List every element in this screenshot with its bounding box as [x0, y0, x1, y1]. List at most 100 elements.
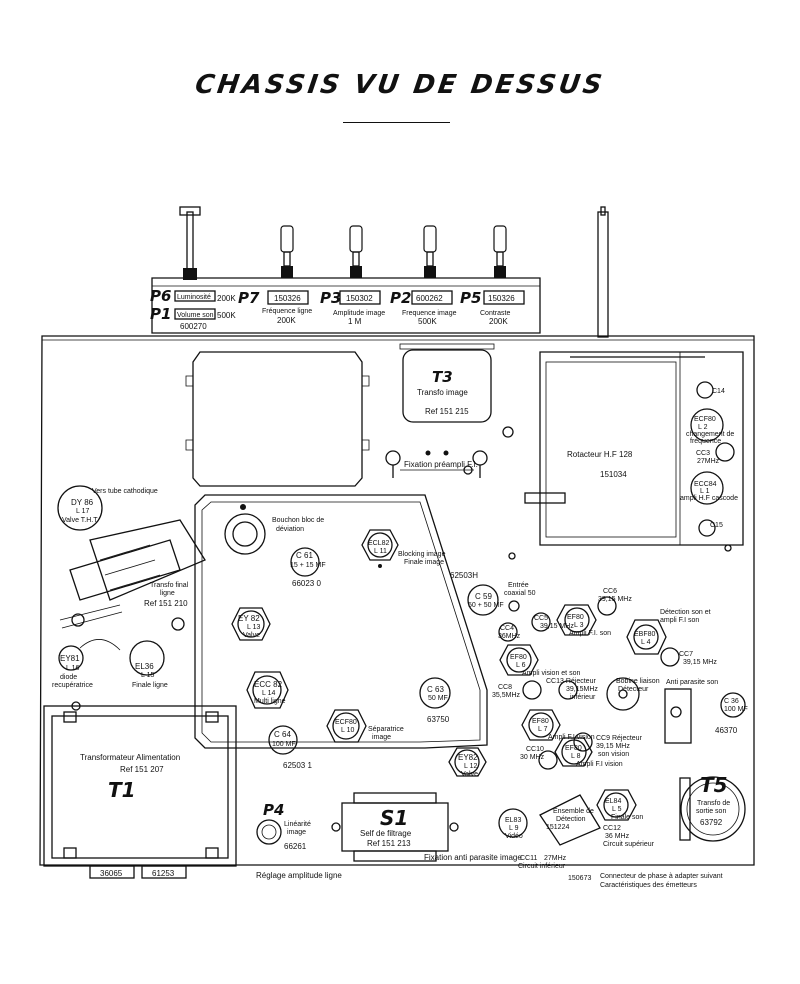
- ebf80-role1: Détection son et: [660, 609, 711, 616]
- cc13-sub: inférieur: [570, 694, 596, 701]
- cc3-val: 27MHz: [697, 458, 720, 465]
- dy86-sub: L 17: [76, 508, 89, 515]
- t5-line1: Transfo de: [697, 800, 730, 807]
- p3-value: 1 M: [348, 317, 362, 326]
- c61-cap: [290, 547, 320, 577]
- ey82a-tube: [231, 607, 271, 641]
- ecc82-role: Multi ligne: [254, 698, 286, 705]
- el84-name: EL84: [605, 798, 621, 805]
- circuit-inf-note: Circuit inférieur: [518, 863, 566, 870]
- ef80a-role: Ampli F.I. son: [569, 630, 611, 637]
- part-62503h: 62503H: [450, 571, 478, 580]
- cc8-val: 35,5MHz: [492, 692, 521, 699]
- ecf80b-role1: changement de: [686, 431, 734, 438]
- top-left-cutout: [192, 351, 363, 487]
- cc9-name: CC9 Réjecteur: [596, 735, 643, 742]
- ey81-role1: diode: [60, 674, 77, 681]
- c15-label: C15: [710, 522, 723, 529]
- ecc84-role: ampli H.F cascode: [680, 495, 738, 502]
- cc3-name: CC3: [696, 450, 710, 457]
- ebf80-sub: L 4: [641, 639, 651, 646]
- bloc-note2: Détecteur: [618, 686, 649, 693]
- cc7-name: CC7: [679, 651, 693, 658]
- coaxial-note: coaxial 50: [504, 590, 536, 597]
- cc4-val: 36MHz: [498, 633, 521, 640]
- cc12-val: 36 MHz: [605, 833, 630, 840]
- c14-label: C14: [712, 388, 725, 395]
- t1-part2: 61253: [152, 869, 175, 878]
- c36-part: 46370: [715, 726, 738, 735]
- p2-ref: P2: [390, 289, 411, 307]
- cc5-name: CC5: [534, 615, 548, 622]
- t3-line2: Ref 151 215: [425, 407, 469, 416]
- ef80b-role: Ampli vision et son: [522, 670, 580, 677]
- ef80d-name: EF80: [565, 745, 582, 752]
- t3-line1: Transfo image: [417, 388, 468, 397]
- t1-part1: 36065: [100, 869, 123, 878]
- t1-line1: Transformateur Alimentation: [80, 753, 180, 762]
- p4-ref: P4: [263, 801, 284, 819]
- el36-sub: L 15: [141, 672, 154, 679]
- dy86-role: Valve T.H.T.: [62, 517, 99, 524]
- s1-line1: Self de filtrage: [360, 829, 412, 838]
- transfo-final-note: Transfo final: [150, 582, 189, 589]
- t3-transformer: [399, 343, 495, 423]
- ecl82-name: ECL82: [368, 540, 390, 547]
- ef80b-name: EF80: [510, 654, 527, 661]
- pot-shaft-p6: [179, 206, 201, 280]
- t5-ref: T5: [700, 773, 728, 797]
- bouchon-note: Bouchon bloc de: [272, 517, 324, 524]
- dy86-name: DY 86: [71, 498, 94, 507]
- line-transformer: [57, 485, 206, 631]
- p6-label: Luminosité: [177, 294, 211, 301]
- ey81-sub: L 16: [66, 665, 79, 672]
- cc4-name: CC4: [500, 625, 514, 632]
- cc10-val: 30 MHz: [520, 754, 545, 761]
- el36-role: Finale ligne: [132, 682, 168, 689]
- el83-sub: L 9: [509, 825, 519, 832]
- p3-ref: P3: [320, 289, 341, 307]
- anti-parasite-son-note: Anti parasite son: [666, 679, 718, 686]
- pot-shaft-p3: [349, 225, 363, 278]
- c63-part: 63750: [427, 715, 450, 724]
- ebf80-name: EBF80: [634, 631, 656, 638]
- cc9-val: 39,15 MHz: [596, 743, 630, 750]
- rotacteur-block: [524, 351, 744, 546]
- c64-cap: [268, 725, 298, 755]
- cc13-val: 39,15MHz: [566, 686, 598, 693]
- cc10-name: CC10: [526, 746, 544, 753]
- ecc84-sub: L 1: [700, 488, 710, 495]
- p1-value: 500K: [217, 311, 236, 320]
- p7-ref: P7: [238, 289, 260, 307]
- bloc-note1: Bobine liaison: [616, 678, 660, 685]
- ensemble-note2: Détection: [556, 816, 586, 823]
- el83-name: EL83: [505, 817, 521, 824]
- ey81-name: EY81: [60, 654, 80, 663]
- transfo-ref-note: Ref 151 210: [144, 599, 188, 608]
- p5-value: 200K: [489, 317, 508, 326]
- c63-name: C 63: [427, 685, 444, 694]
- ecf80a-name: ECF80: [335, 719, 357, 726]
- ey82a-role: Valve: [243, 632, 260, 639]
- connecteur-part: 150673: [568, 875, 591, 882]
- ef80c-sub: L 7: [538, 726, 548, 733]
- ecc82-tube: [246, 671, 289, 709]
- cc11-name: CC11: [520, 855, 537, 862]
- fixation-preampli-note: Fixation préampli F.I.: [404, 460, 478, 469]
- ef80d-sub: L 8: [571, 753, 581, 760]
- connecteur-note1: Connecteur de phase à adapter suivant: [600, 873, 723, 880]
- ey82b-name: EY82: [458, 753, 478, 762]
- c63-val: 50 MF: [428, 695, 448, 702]
- ensemble-part: 151224: [546, 824, 569, 831]
- p3-label: Amplitude image: [333, 310, 385, 317]
- ey82b-sub: L 12: [464, 763, 477, 770]
- circuit-sup-note: Circuit supérieur: [603, 841, 655, 848]
- cc5-val: 39,15 MHz: [540, 623, 574, 630]
- p2-label: Frequence image: [402, 310, 457, 317]
- t1-ref: T1: [108, 778, 136, 802]
- ey82a-sub: L 13: [247, 624, 260, 631]
- central-outline: [194, 494, 488, 749]
- p5-label: Contraste: [480, 310, 510, 317]
- title-underline: [343, 122, 450, 123]
